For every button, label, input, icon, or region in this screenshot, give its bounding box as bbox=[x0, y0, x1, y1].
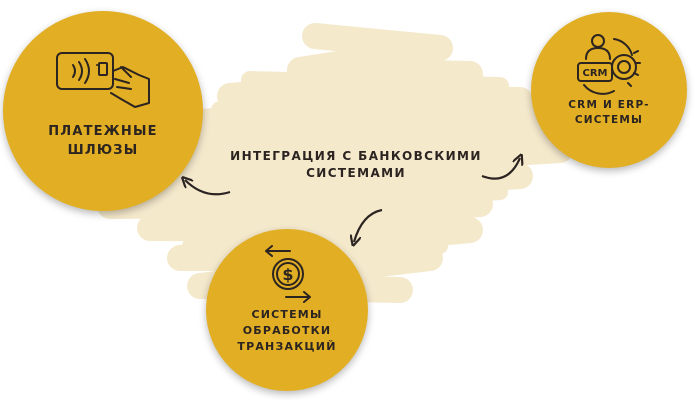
contactless-card-hand-icon bbox=[53, 49, 153, 115]
crm-icon-text: CRM bbox=[583, 68, 608, 79]
svg-text:$: $ bbox=[282, 265, 293, 284]
dollar-exchange-icon: $ bbox=[260, 245, 316, 307]
center-title: ИНТЕГРАЦИЯ С БАНКОВСКИМИ СИСТЕМАМИ bbox=[230, 149, 482, 181]
transaction-processing-label: СИСТЕМЫ ОБРАБОТКИ ТРАНЗАКЦИЙ bbox=[237, 308, 337, 353]
transaction-processing-node: $ СИСТЕМЫ ОБРАБОТКИ ТРАНЗАКЦИЙ bbox=[206, 229, 368, 391]
crm-gear-icon: CRM bbox=[574, 33, 644, 99]
arrow-to-gateways bbox=[185, 180, 231, 196]
arrow-to-transactions bbox=[354, 208, 383, 242]
payment-gateways-label: ПЛАТЕЖНЫЕ ШЛЮЗЫ bbox=[48, 124, 158, 158]
payment-gateways-node: ПЛАТЕЖНЫЕ ШЛЮЗЫ bbox=[3, 11, 203, 211]
crm-erp-label: CRM И ERP- СИСТЕМЫ bbox=[568, 99, 650, 127]
arrow-to-crm bbox=[481, 158, 520, 180]
crm-erp-node: CRM CRM И ERP- СИСТЕМЫ bbox=[531, 12, 687, 168]
